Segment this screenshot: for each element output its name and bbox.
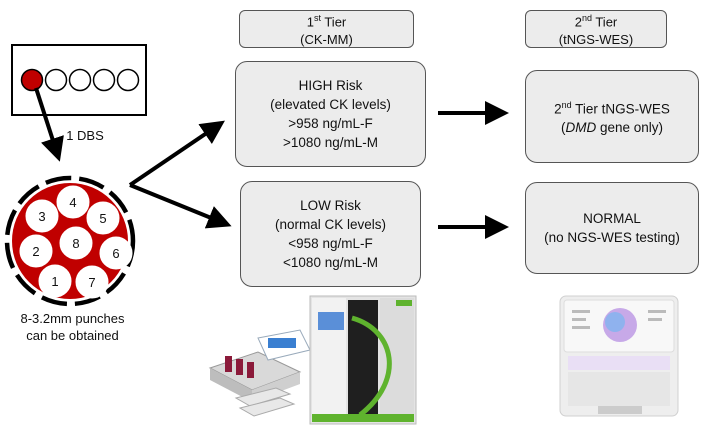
- arrow-to-low: [129, 183, 232, 229]
- punch-disc: [4, 175, 136, 307]
- low-risk-female: <958 ng/mL-F: [288, 236, 373, 251]
- low-risk-title: LOW Risk: [300, 198, 361, 213]
- punch-number: 6: [112, 246, 120, 261]
- low-risk-desc: (normal CK levels): [274, 217, 387, 232]
- tier2-name: 2nd Tier: [574, 13, 618, 30]
- normal-result-desc: (no NGS-WES testing): [544, 230, 680, 245]
- arrow-to-high: [128, 120, 225, 187]
- dbs-down-arrow: [34, 87, 64, 162]
- dbs-label: 1 DBS: [66, 128, 104, 143]
- punch-number: 2: [32, 244, 40, 259]
- normal-result-title: NORMAL: [583, 211, 641, 226]
- high-risk-box: HIGH Risk (elevated CK levels) >958 ng/m…: [235, 61, 426, 167]
- tier2-header: 2nd Tier (tNGS-WES): [525, 10, 667, 48]
- tier1-method: (CK-MM): [300, 31, 353, 47]
- ngs-result-box: 2nd Tier tNGS-WES (DMD gene only): [525, 70, 699, 163]
- ngs-sequencer-illustration: [559, 295, 679, 417]
- tier2-method: (tNGS-WES): [558, 31, 634, 47]
- tier1-name: 1st Tier: [306, 13, 347, 30]
- high-risk-female: >958 ng/mL-F: [288, 116, 373, 131]
- punch-number: 3: [38, 209, 46, 224]
- low-risk-box: LOW Risk (normal CK levels) <958 ng/mL-F…: [240, 181, 421, 287]
- high-risk-male: >1080 ng/mL-M: [283, 135, 378, 150]
- punch-number: 4: [69, 195, 77, 210]
- punch-number: 8: [72, 236, 80, 251]
- ngs-result-gene: (DMD gene only): [560, 120, 664, 136]
- punch-caption: 8-3.2mm punches can be obtained: [0, 310, 145, 344]
- punch-number: 1: [51, 274, 59, 289]
- dbs-spot-filled: [20, 68, 44, 92]
- ngs-result-title: 2nd Tier tNGS-WES: [554, 99, 670, 117]
- tier1-header: 1st Tier (CK-MM): [239, 10, 414, 48]
- high-risk-desc: (elevated CK levels): [270, 97, 391, 112]
- low-risk-male: <1080 ng/mL-M: [283, 255, 378, 270]
- ck-analyzer-illustration: [208, 295, 417, 425]
- punch-caption-line1: 8-3.2mm punches: [20, 311, 125, 326]
- high-risk-title: HIGH Risk: [298, 78, 363, 93]
- punch-number: 5: [99, 211, 107, 226]
- punch-number: 7: [88, 275, 96, 290]
- punch-caption-line2: can be obtained: [26, 328, 119, 343]
- normal-result-box: NORMAL (no NGS-WES testing): [525, 182, 699, 274]
- dbs-card: [11, 44, 147, 116]
